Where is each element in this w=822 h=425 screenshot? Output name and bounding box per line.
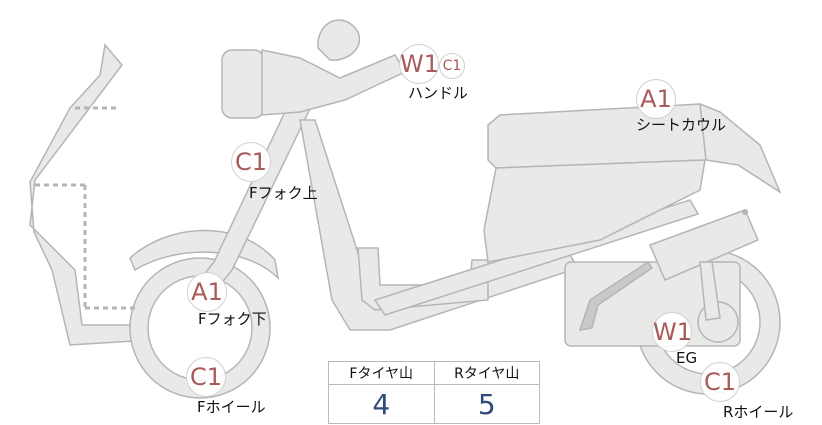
engine-code[interactable]: W1 (652, 312, 692, 352)
headlight (221, 49, 265, 119)
r-wheel-code[interactable]: C1 (700, 362, 740, 402)
f-tire-header: Fタイヤ山 (328, 361, 435, 385)
handle-code[interactable]: W1 (399, 44, 439, 84)
tail-cowl (699, 102, 782, 194)
f-wheel-code[interactable]: C1 (186, 357, 226, 397)
handle-sub-code[interactable]: C1 (439, 53, 465, 79)
seat-cowl-label: シートカウル (636, 116, 727, 134)
body-under-seat (483, 159, 706, 263)
rear-shock (648, 209, 759, 281)
r-tire-header: Rタイヤ山 (433, 361, 540, 385)
handle-label: ハンドル (408, 84, 469, 102)
f-fork-lower-code[interactable]: A1 (187, 272, 227, 312)
engine-label: EG (676, 349, 698, 367)
front-cowl (29, 43, 151, 346)
r-tire-value[interactable]: 5 (433, 384, 540, 424)
mirror (317, 19, 361, 61)
swing-arm (578, 260, 654, 331)
f-fork-lower-label: Fフォク下 (198, 310, 267, 328)
seat-cowl-code[interactable]: A1 (636, 79, 676, 119)
engine-block (564, 261, 741, 347)
tire-tread-table: Fタイヤ山 Rタイヤ山 4 5 (328, 361, 540, 424)
f-fork-upper-code[interactable]: C1 (231, 142, 271, 182)
f-tire-value[interactable]: 4 (328, 384, 435, 424)
r-wheel-label: Rホイール (723, 403, 794, 421)
f-fork-upper-label: Fフォク上 (249, 184, 318, 202)
f-wheel-label: Fホイール (197, 398, 266, 416)
